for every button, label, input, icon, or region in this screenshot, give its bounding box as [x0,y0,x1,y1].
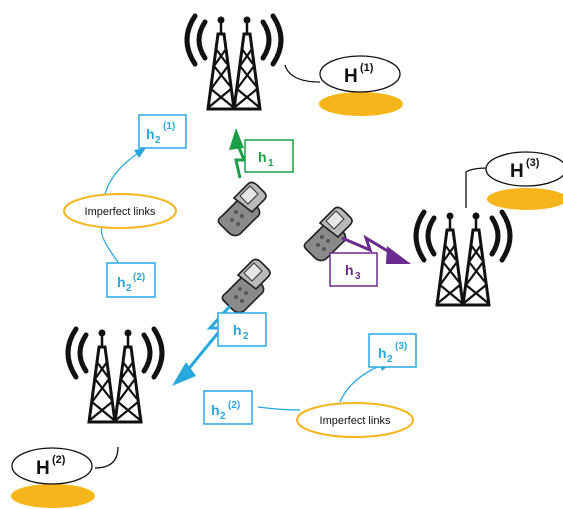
h2-1-sub: 2 [155,135,161,146]
h3-base: h [345,262,354,278]
h3-matrix-sup: (3) [526,157,540,169]
h2-3-base: h [378,345,387,361]
h1-label-box [244,139,294,173]
imperfect-links-label-2: Imperfect links [320,415,391,427]
h2-base: h [233,322,242,338]
h2-1-estimate-box [138,114,187,149]
imperfect-links-label-1: Imperfect links [85,206,156,218]
h2-label-box [217,312,267,347]
h1-sub: 1 [268,158,274,169]
gold-shadow-h3 [487,188,563,210]
h2-2-estimate-box-bottom [203,390,253,425]
base-station-3 [416,212,510,305]
link-h3-arrow [341,234,397,258]
h2-2-top-sup: (2) [133,272,145,283]
h1-matrix-base: H [344,66,358,87]
h2-3-sup: (3) [395,341,407,352]
h2-2-estimate-box-top [106,262,156,298]
h3-matrix-bubble [485,151,563,187]
h2-sub: 2 [243,331,249,342]
h2-matrix-sup: (2) [52,454,66,466]
h2-1-base: h [146,126,155,142]
h2-2-bottom-sub: 2 [220,411,226,422]
h2-2-bottom-sup: (2) [228,400,240,411]
base-station-2 [68,329,162,422]
gold-shadow-h1 [319,92,403,116]
phone-user-2 [221,258,271,314]
imperfect-links-ellipse-2 [296,402,414,438]
h3-label-box [329,252,378,287]
h2-3-sub: 2 [387,354,393,365]
base-station-1 [187,16,281,109]
h2-2-top-base: h [117,274,126,290]
h2-1-sup: (1) [163,121,175,132]
h2-2-bottom-base: h [211,402,220,418]
h3-sub: 3 [355,271,361,282]
h2-3-estimate-box [368,333,417,368]
imperfect-links-ellipse-1 [63,193,177,229]
gold-shadow-h2 [11,484,95,508]
h2-2-top-sub: 2 [126,283,132,294]
phone-user-1 [217,181,267,237]
h1-base: h [258,149,267,165]
h2-matrix-bubble [11,447,93,485]
link-h1-arrow [234,139,247,179]
h1-matrix-bubble [319,55,401,93]
h3-matrix-base: H [510,161,524,182]
h1-matrix-sup: (1) [360,62,374,74]
h2-matrix-base: H [36,458,50,479]
